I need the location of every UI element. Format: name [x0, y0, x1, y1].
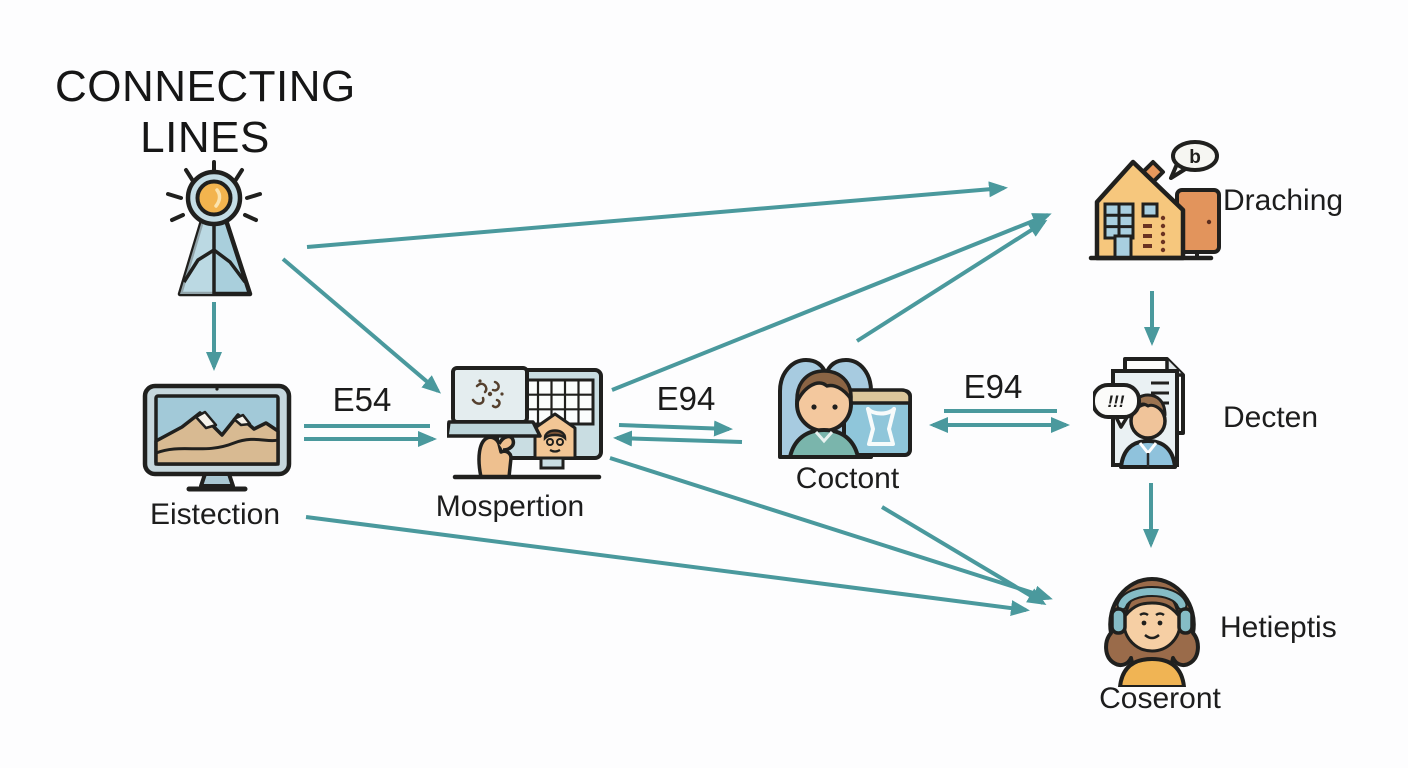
- workstation-hand-icon: [447, 366, 605, 482]
- draching-bubble-glyph: b: [1189, 147, 1201, 168]
- house-speech-bubble-icon: b: [1085, 140, 1225, 265]
- documents-person-icon: !!!: [1093, 355, 1208, 473]
- edge-coctont-draching: [855, 219, 1048, 343]
- node-label-coseront: Coseront: [1099, 682, 1221, 715]
- node-label-eistection: Eistection: [149, 498, 281, 531]
- page-title: CONNECTING LINES: [55, 62, 355, 163]
- edge-beacon-mospertion: [281, 257, 442, 394]
- edge-label-e54: E54: [332, 381, 392, 418]
- title-line-1: CONNECTING: [55, 62, 356, 111]
- node-label-coctont: Coctont: [795, 462, 900, 495]
- decten-bubble-glyph: !!!: [1108, 392, 1125, 411]
- node-label-decten: Decten: [1223, 401, 1319, 434]
- monitor-landscape-icon: [142, 383, 292, 495]
- edge-mospertion-coseront: [609, 456, 1053, 602]
- edge-mospertion-coctont-arrow: [618, 420, 733, 437]
- person-folder-icon: [772, 347, 915, 460]
- edge-beacon-draching: [306, 181, 1008, 249]
- node-label-mospertion: Mospertion: [435, 490, 585, 523]
- node-label-draching: Draching: [1223, 184, 1344, 217]
- edge-mospertion-draching: [611, 213, 1052, 392]
- beacon-tower-icon: [138, 158, 290, 300]
- title-line-2: LINES: [140, 112, 270, 162]
- edge-label-e94-right: E94: [963, 368, 1023, 405]
- headset-person-icon: [1096, 563, 1208, 687]
- edge-coctont-coseront: [880, 505, 1047, 606]
- edge-coctont-mospertion-arrow: [613, 430, 743, 447]
- edge-label-e94-mid: E94: [656, 380, 716, 417]
- edge-eistection-coseront: [305, 515, 1030, 617]
- node-label-hetieptis: Hetieptis: [1220, 611, 1337, 644]
